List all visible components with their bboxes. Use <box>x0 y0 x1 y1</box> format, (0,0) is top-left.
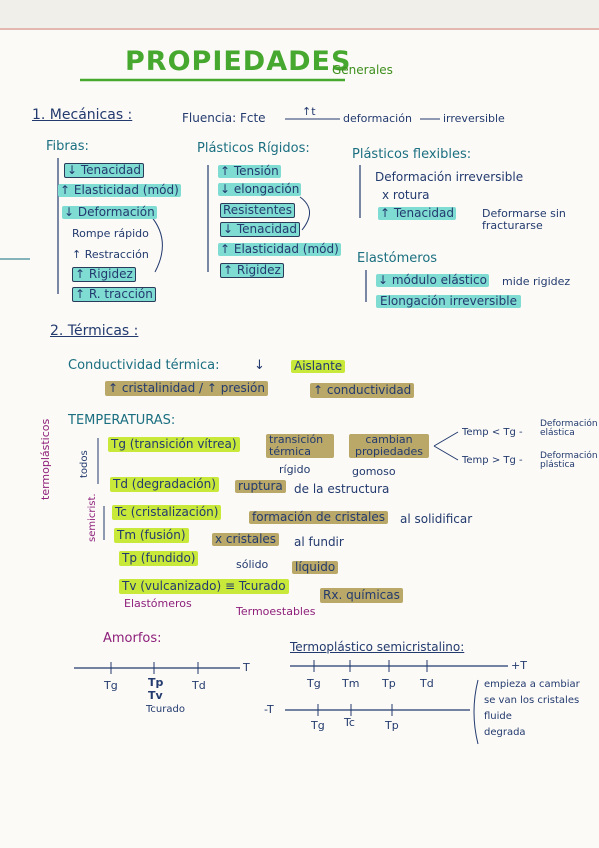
amorfos-tick-tg: Tg <box>104 679 118 692</box>
side-semicrist: semicrist. <box>87 493 98 542</box>
semicristalino-label-tg: Tg <box>307 677 321 690</box>
fibras-item-4: Rompe rápido <box>72 227 149 240</box>
paper-top-band <box>0 0 599 28</box>
elastomeros-item-1: ↓ módulo elástico <box>376 273 489 287</box>
tc-label: Tc (cristalización) <box>112 505 222 520</box>
semicristalino-axis-minus: -T <box>264 703 274 716</box>
termicas-heading: 2. Térmicas : <box>50 323 139 339</box>
rigidos-curve <box>299 196 310 231</box>
flexibles-title: Plásticos flexibles: <box>352 147 472 162</box>
tm-label: Tm (fusión) <box>114 528 189 543</box>
tg-lt-res: Deformación elástica <box>540 419 598 439</box>
paper-top-line <box>0 28 599 30</box>
tg-gt-res: Deformación plástica <box>540 451 598 471</box>
flexibles-item-1: Deformación irreversible <box>375 170 524 184</box>
side-todos: todos <box>79 450 90 478</box>
tg-gt: Temp > Tg - <box>462 455 523 466</box>
tg-split-down <box>433 445 459 461</box>
conductividad-line2-b: ↑ conductividad <box>310 383 415 398</box>
fluencia-tail: irreversible <box>443 112 505 125</box>
fibras-item-1: ↓ Tenacidad <box>64 163 145 178</box>
elastomeros-mod-result: mide rigidez <box>502 275 571 288</box>
semicristalino-label-tc: Tc <box>344 716 355 729</box>
fluencia-result: deformación <box>343 112 412 125</box>
tg-gomoso: gomoso <box>352 465 396 478</box>
rigidos-title: Plásticos Rígidos: <box>197 141 310 156</box>
flexibles-result: Deformarse sin fracturarse <box>482 207 566 232</box>
mecanicas-heading: 1. Mecánicas : <box>32 107 133 123</box>
semicristalino-label-tp-bottom: Tp <box>385 719 399 732</box>
tg-split-up <box>433 431 459 447</box>
td-label: Td (degradación) <box>110 477 219 492</box>
tg-rigido: rígido <box>279 463 311 476</box>
conductividad-result: Aislante <box>291 360 346 373</box>
semicristalino-label-tm: Tm <box>342 677 360 690</box>
fibras-title: Fibras: <box>46 139 89 154</box>
side-termoplasticos: termoplásticos <box>39 418 52 500</box>
tp-result: líquido <box>292 561 339 574</box>
conductividad-lead: Conductividad térmica: <box>68 358 220 373</box>
fluencia-lead: Fluencia: Fcte <box>182 111 266 125</box>
tg-label: Tg (transición vítrea) <box>108 437 240 452</box>
fibras-item-2: ↑ Elasticidad (mód) <box>58 183 181 197</box>
amorfos-tick-tp: Tp <box>148 676 164 689</box>
elastomeros-title: Elastómeros <box>357 251 438 266</box>
semicristalino-label-tp: Tp <box>382 677 396 690</box>
semicristalino-axis-plus: +T <box>511 659 527 672</box>
amorfos-axis-label: T <box>243 661 250 674</box>
semicristalino-note-2: se van los cristales <box>484 695 580 706</box>
temperaturas-title: TEMPERATURAS: <box>68 413 176 428</box>
fibras-curve <box>149 214 163 273</box>
rigidos-item-1: ↑ Tensión <box>218 164 281 178</box>
label-termoestables: Termoestables <box>236 605 316 618</box>
tg-lt: Temp < Tg - <box>462 427 523 438</box>
page-title: PROPIEDADES <box>125 46 352 77</box>
semicristalino-label-td: Td <box>420 677 434 690</box>
semicristalino-note-1: empieza a cambiar <box>484 679 580 690</box>
rigidos-item-4: ↓ Tenacidad <box>220 222 301 237</box>
semicristalino-note-3: fluide <box>484 711 512 722</box>
tg-result-2: cambian propiedades <box>349 433 429 459</box>
page-subtitle: Generales <box>332 63 393 77</box>
tm-tail: al fundir <box>294 535 344 549</box>
tp-label: Tp (fundido) <box>119 551 199 566</box>
fibras-item-3: ↓ Deformación <box>62 205 157 219</box>
tm-result: x cristales <box>212 533 280 546</box>
tg-result: transición térmica <box>266 433 334 459</box>
td-tail: de la estructura <box>294 482 390 496</box>
conductividad-line2-a: ↑ cristalinidad / ↑ presión <box>105 381 268 396</box>
fibras-item-5: ↑ Restracción <box>72 248 149 261</box>
fluencia-arrow-label: ↑t <box>302 105 316 118</box>
rigidos-item-3: Resistentes <box>220 203 296 218</box>
amorfos-tick-td: Td <box>192 679 206 692</box>
fibras-item-7: ↑ R. tracción <box>72 287 156 302</box>
rigidos-item-5: ↑ Elasticidad (mód) <box>218 242 341 256</box>
elastomeros-item-2: Elongación irreversible <box>376 295 521 308</box>
td-result: ruptura <box>235 480 286 493</box>
semicristalino-label-tg-bottom: Tg <box>311 719 325 732</box>
flexibles-item-2: x rotura <box>382 188 430 202</box>
rigidos-item-2: ↓ elongación <box>218 182 302 196</box>
tc-result: formación de cristales <box>249 511 388 524</box>
fibras-item-6: ↑ Rigidez <box>72 267 136 282</box>
tv-label: Tv (vulcanizado) ≡ Tcurado <box>119 579 289 594</box>
notes-brace <box>473 679 479 745</box>
tv-result: Rx. químicas <box>320 588 403 603</box>
tp-mid: sólido <box>236 558 269 571</box>
semicristalino-note-4: degrada <box>484 727 526 738</box>
conductividad-symbol: ↓ <box>254 358 265 373</box>
amorfos-tcurado: Tcurado <box>146 704 185 715</box>
amorfos-tv: Tv <box>148 689 163 702</box>
rigidos-item-6: ↑ Rigidez <box>220 263 284 278</box>
amorfos-title: Amorfos: <box>103 631 162 646</box>
semicristalino-title: Termoplástico semicristalino: <box>290 640 465 654</box>
flexibles-item-3: ↑ Tenacidad <box>378 206 457 220</box>
label-elastomeros: Elastómeros <box>124 597 192 610</box>
tc-tail: al solidificar <box>400 512 473 526</box>
